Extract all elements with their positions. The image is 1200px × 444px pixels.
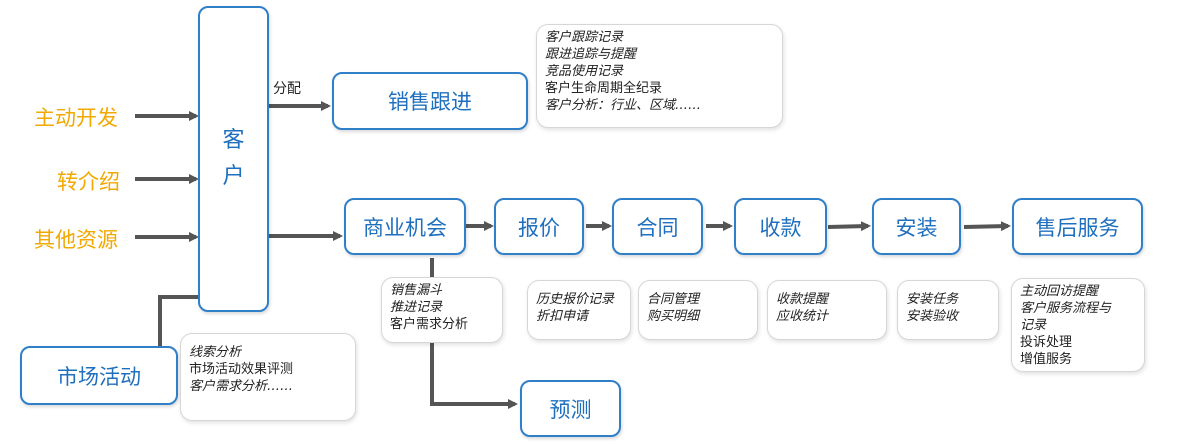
forecast-box[interactable]: 预测 (520, 380, 621, 437)
sales-follow-box[interactable]: 销售跟进 (332, 72, 528, 130)
customer-char-2: 户 (222, 164, 245, 189)
note-line: 客户服务流程与 (1020, 301, 1112, 316)
arrow-marketing (158, 295, 198, 346)
note-line: 推进记录 (390, 300, 443, 315)
payment-notes: 收款提醒 应收统计 (767, 280, 887, 340)
note-line: 投诉处理 (1020, 335, 1073, 350)
marketing-box[interactable]: 市场活动 (20, 346, 178, 405)
payment-box[interactable]: 收款 (734, 198, 827, 255)
note-line: 主动回访提醒 (1020, 284, 1099, 299)
arrow-payment-install (827, 221, 871, 232)
source-other: 其他资源 (34, 228, 118, 252)
sales-follow-notes: 客户跟踪记录 跟进追踪与提醒 竞品使用记录 客户生命周期全纪录 客户分析：行业、… (536, 24, 783, 128)
customer-box[interactable]: 客 户 (198, 6, 269, 312)
contract-box[interactable]: 合同 (612, 198, 703, 255)
note-line: 历史报价记录 (536, 292, 615, 307)
note-line: 合同管理 (647, 292, 700, 307)
source-referral: 转介绍 (57, 170, 120, 194)
note-line: 客户需求分析 (390, 317, 469, 332)
note-line: 客户需求分析…… (189, 379, 294, 394)
quote-notes: 历史报价记录 折扣申请 (527, 280, 631, 340)
note-line: 安装任务 (906, 292, 959, 307)
note-line: 跟进追踪与提醒 (545, 47, 637, 62)
note-line: 销售漏斗 (390, 283, 443, 298)
install-box[interactable]: 安装 (872, 198, 961, 255)
note-line: 客户分析：行业、区域…… (545, 98, 702, 113)
note-line: 安装验收 (906, 309, 959, 324)
note-line: 记录 (1020, 318, 1047, 333)
contract-notes: 合同管理 购买明细 (638, 280, 758, 340)
assign-label: 分配 (273, 81, 301, 97)
note-line: 购买明细 (647, 309, 700, 324)
install-notes: 安装任务 安装验收 (897, 280, 999, 340)
opportunity-box[interactable]: 商业机会 (344, 198, 466, 255)
customer-char-1: 客 (222, 128, 245, 153)
note-line: 市场活动效果评测 (189, 362, 294, 377)
note-line: 折扣申请 (536, 309, 589, 324)
note-line: 客户跟踪记录 (545, 30, 624, 45)
after-sales-box[interactable]: 售后服务 (1012, 198, 1143, 255)
note-line: 线索分析 (189, 345, 242, 360)
opportunity-notes: 销售漏斗 推进记录 客户需求分析 (381, 277, 503, 343)
note-line: 应收统计 (776, 309, 829, 324)
after-sales-notes: 主动回访提醒 客户服务流程与 记录 投诉处理 增值服务 (1011, 278, 1145, 372)
arrow-install-aftersales (963, 221, 1011, 232)
note-line: 客户生命周期全纪录 (545, 81, 663, 96)
note-line: 增值服务 (1020, 352, 1073, 367)
note-line: 竞品使用记录 (545, 64, 624, 79)
quote-box[interactable]: 报价 (494, 198, 584, 255)
marketing-notes: 线索分析 市场活动效果评测 客户需求分析…… (180, 333, 356, 421)
note-line: 收款提醒 (776, 292, 829, 307)
source-active-dev: 主动开发 (34, 106, 118, 130)
